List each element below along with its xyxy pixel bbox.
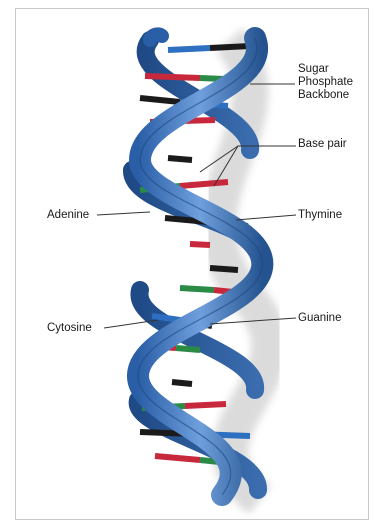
base-pair-rung [172, 382, 192, 384]
leader-line-thymine [236, 215, 296, 220]
label-guanine: Guanine [298, 312, 341, 325]
leader-line-adenine [97, 212, 150, 215]
base-pair-rung [190, 244, 210, 245]
label-base-pair: Base pair [298, 138, 347, 151]
label-sugar-line3: Backbone [298, 89, 353, 102]
label-cytosine: Cytosine [47, 322, 92, 335]
label-sugar-line2: Phosphate [298, 76, 353, 89]
label-sugar-phosphate-backbone: Sugar Phosphate Backbone [298, 63, 353, 102]
base-pair-rung [210, 268, 238, 270]
label-sugar-line1: Sugar [298, 63, 353, 76]
backbone-top-strand [150, 34, 162, 40]
label-thymine: Thymine [298, 209, 342, 222]
label-adenine: Adenine [47, 209, 89, 222]
base-pair-rung [168, 46, 250, 50]
base-pair-rung [168, 158, 192, 160]
